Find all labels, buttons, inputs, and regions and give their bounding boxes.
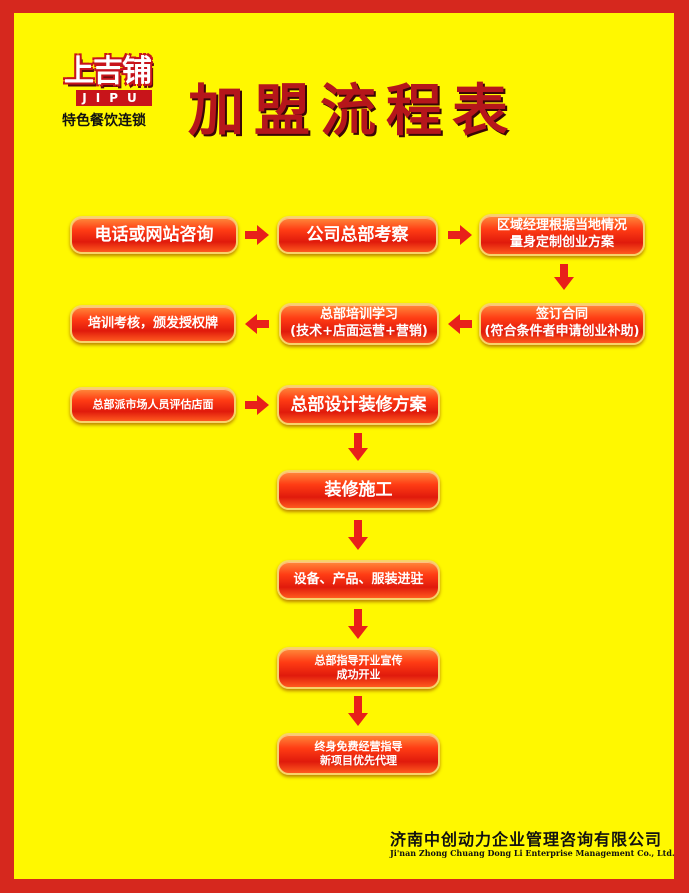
step-label: 公司总部考察 [306, 224, 409, 245]
arrow-left-icon [448, 314, 472, 334]
page-title: 加盟流程表 [188, 78, 518, 144]
step-label: 总部设计装修方案 [290, 394, 427, 415]
step-phone-consult: 电话或网站咨询 [70, 216, 238, 254]
step-design-plan: 总部设计装修方案 [277, 385, 440, 425]
step-label: 电话或网站咨询 [94, 224, 214, 245]
arrow-right-icon [245, 395, 269, 415]
arrow-down-icon [348, 433, 368, 461]
logo-brand-text: 上吉铺 [64, 54, 152, 89]
arrow-down-icon [348, 609, 368, 639]
step-label-line1: 签订合同 [535, 307, 588, 323]
step-label-line2: (符合条件者申请创业补助) [484, 324, 640, 339]
step-training-assessment: 培训考核，颁发授权牌 [70, 305, 236, 343]
step-hq-training: 总部培训学习 (技术+店面运营+营销) [279, 303, 439, 345]
step-label: 总部派市场人员评估店面 [92, 397, 214, 411]
step-label-line2: 成功开业 [336, 668, 381, 681]
arrow-right-icon [245, 225, 269, 245]
step-store-evaluation: 总部派市场人员评估店面 [70, 387, 236, 423]
company-name-cn: 济南中创动力企业管理咨询有限公司 [390, 830, 663, 849]
step-label-line1: 区域经理根据当地情况 [496, 218, 627, 234]
logo-tagline: 特色餐饮连锁 [62, 113, 146, 129]
step-grand-opening: 总部指导开业宣传 成功开业 [277, 647, 440, 689]
step-label-line1: 总部培训学习 [319, 307, 398, 323]
step-equipment-entry: 设备、产品、服装进驻 [277, 560, 440, 600]
brand-logo: 上吉铺 JIPU 特色餐饮连锁 [56, 46, 176, 141]
step-label: 装修施工 [324, 479, 393, 500]
step-label: 设备、产品、服装进驻 [293, 571, 424, 587]
step-construction: 装修施工 [277, 470, 440, 510]
step-label-line2: 量身定制创业方案 [509, 235, 614, 250]
step-label: 培训考核，颁发授权牌 [87, 315, 218, 331]
company-name-en: Ji'nan Zhong Chuang Dong Li Enterprise M… [390, 848, 675, 858]
step-sign-contract: 签订合同 (符合条件者申请创业补助) [479, 303, 645, 345]
step-lifetime-guidance: 终身免费经营指导 新项目优先代理 [277, 733, 440, 775]
arrow-down-icon [348, 520, 368, 550]
arrow-right-icon [448, 225, 472, 245]
arrow-down-icon [348, 696, 368, 726]
step-label-line2: 新项目优先代理 [320, 754, 397, 767]
logo-sub-text: JIPU [76, 90, 152, 106]
arrow-left-icon [245, 314, 269, 334]
step-label-line1: 终身免费经营指导 [314, 739, 403, 753]
step-label-line1: 总部指导开业宣传 [314, 653, 403, 667]
arrow-down-icon [554, 264, 574, 290]
step-label-line2: (技术+店面运营+营销) [290, 324, 428, 339]
step-custom-plan: 区域经理根据当地情况 量身定制创业方案 [479, 214, 645, 256]
step-hq-inspection: 公司总部考察 [277, 216, 438, 254]
